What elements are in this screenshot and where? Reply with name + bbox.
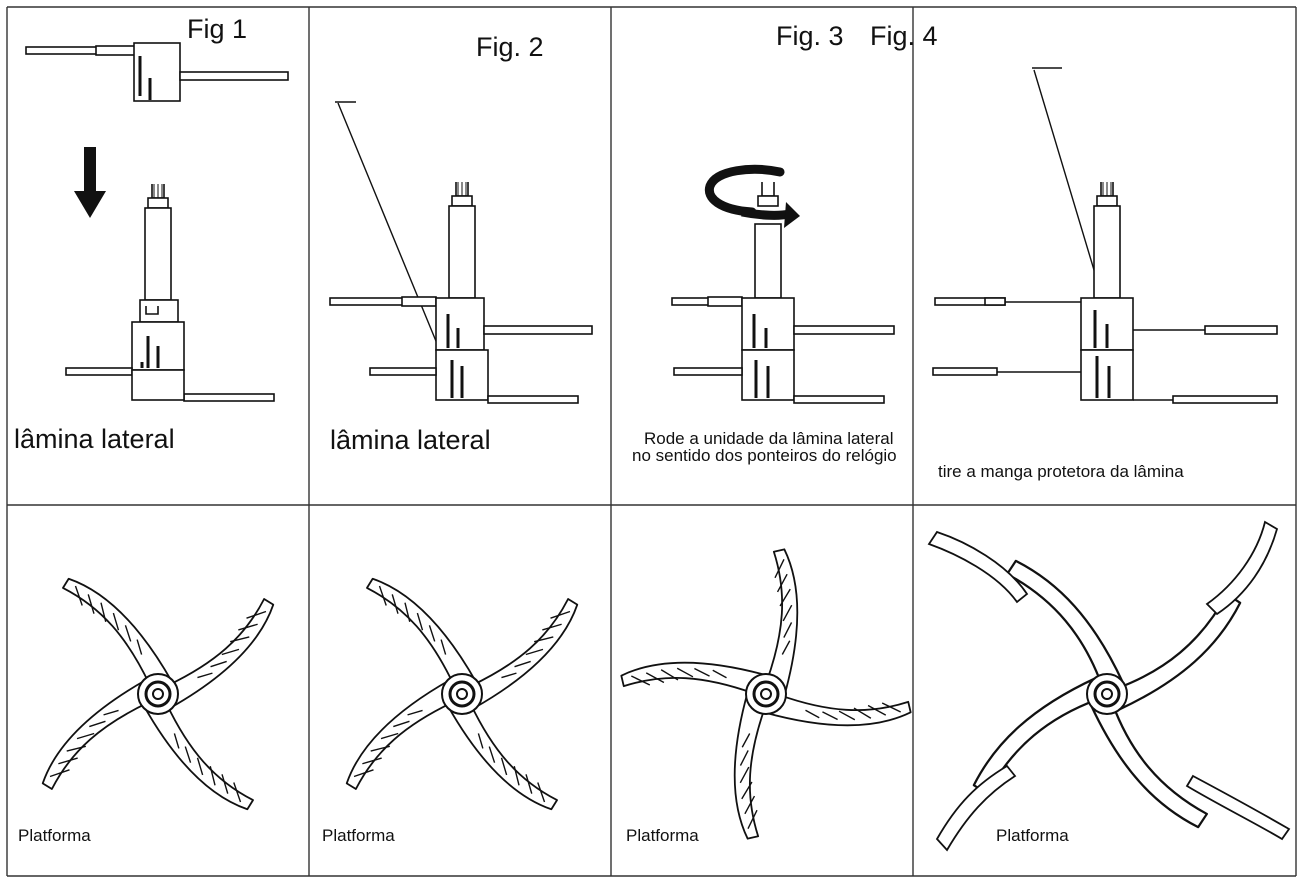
blade-top-view-1 bbox=[41, 577, 275, 811]
blade-top-view-3 bbox=[617, 545, 915, 843]
platform-label-4: Platforma bbox=[996, 826, 1069, 845]
panel2-caption: lâmina lateral bbox=[330, 425, 491, 455]
down-arrow-icon bbox=[74, 147, 106, 218]
platform-label-2: Platforma bbox=[322, 826, 395, 845]
rotate-clockwise-icon bbox=[704, 164, 800, 228]
panel1-caption: lâmina lateral bbox=[14, 424, 175, 454]
fig3-label: Fig. 3 bbox=[776, 21, 844, 51]
fig3-drawing bbox=[671, 164, 895, 404]
fig4-drawing bbox=[932, 67, 1278, 404]
platform-label-3: Platforma bbox=[626, 826, 699, 845]
fig4-label: Fig. 4 bbox=[870, 21, 938, 51]
blade-top-view-2 bbox=[345, 577, 579, 811]
panel4-caption: tire a manga protetora da lâmina bbox=[938, 462, 1184, 481]
platform-label-1: Platforma bbox=[18, 826, 91, 845]
blade-top-view-4 bbox=[927, 520, 1291, 852]
fig1-drawing bbox=[25, 42, 289, 402]
fig1-label: Fig 1 bbox=[187, 14, 248, 44]
fig2-drawing bbox=[329, 101, 593, 404]
fig2-label: Fig. 2 bbox=[476, 32, 544, 62]
panel-grid bbox=[6, 6, 1297, 877]
panel3-caption: Rode a unidade da lâmina lateral no sent… bbox=[632, 429, 897, 465]
